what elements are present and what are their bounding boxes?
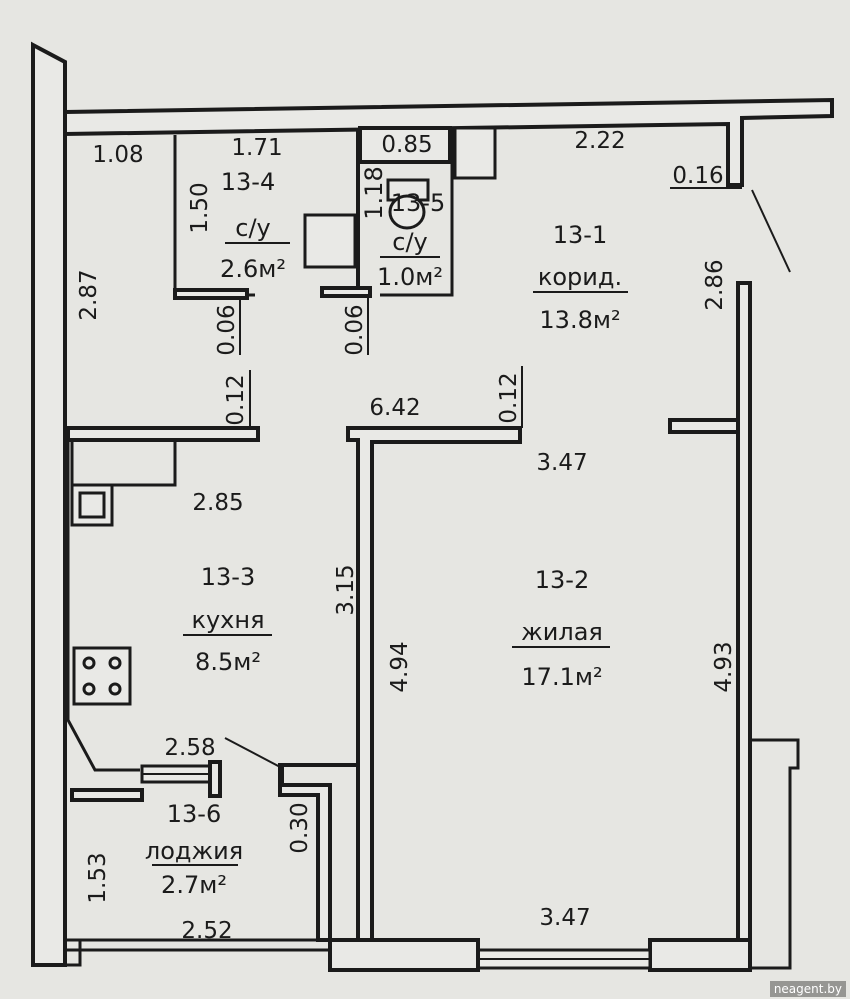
dim-0-12-right: 0.12 <box>496 372 522 423</box>
dim-4-93: 4.93 <box>711 641 737 692</box>
dim-0-12-left: 0.12 <box>223 374 249 425</box>
stove-icon <box>72 646 132 706</box>
dim-6-42: 6.42 <box>369 395 420 421</box>
room-13-4-id: 13-4 <box>221 168 275 196</box>
kitchen-corner <box>66 440 140 772</box>
dim-3-47-bottom: 3.47 <box>539 905 590 931</box>
outer-left-wall <box>31 41 67 967</box>
room-13-6-area: 2.7м² <box>161 871 227 899</box>
dim-0-06-right: 0.06 <box>342 304 368 355</box>
dim-0-30: 0.30 <box>287 802 313 853</box>
bathroom-2-wall <box>380 128 454 297</box>
dim-0-16: 0.16 <box>672 163 723 189</box>
dim-0-85: 0.85 <box>381 132 432 158</box>
dim-4-94: 4.94 <box>387 641 413 692</box>
dim-3-15: 3.15 <box>333 564 359 615</box>
dim-2-87: 2.87 <box>76 269 102 320</box>
living-left-wall <box>278 426 522 942</box>
dim-1-71: 1.71 <box>231 135 282 161</box>
toilet-icon <box>386 178 430 230</box>
bathroom-2-top <box>358 126 452 164</box>
fixtures <box>70 178 791 769</box>
room-13-4-name: с/у <box>235 214 270 242</box>
walls <box>31 41 834 972</box>
sink-icon <box>70 483 114 527</box>
bathroom-divider-bottom <box>320 286 372 298</box>
bottom-wall-right <box>648 938 752 972</box>
dim-0-06-left: 0.06 <box>214 304 240 355</box>
door-swing-line <box>751 189 791 273</box>
dim-2-85: 2.85 <box>192 490 243 516</box>
loggia-top-wall <box>70 788 144 802</box>
bottom-wall-living <box>328 938 480 972</box>
room-13-5-area: 1.0м² <box>377 263 443 291</box>
dim-1-08: 1.08 <box>92 142 143 168</box>
shaft <box>453 126 497 180</box>
loggia-door-jamb <box>208 760 222 798</box>
watermark: neagent.by <box>769 981 846 997</box>
room-13-4-area: 2.6м² <box>220 255 286 283</box>
room-13-2-area: 17.1м² <box>521 663 602 691</box>
dim-3-47-top: 3.47 <box>536 450 587 476</box>
bottom-window <box>476 948 652 970</box>
dim-2-52: 2.52 <box>181 918 232 944</box>
corner-outline <box>65 940 82 967</box>
kitchen-counter-outline <box>70 438 177 487</box>
room-13-3-name: кухня <box>191 606 264 634</box>
bathtub-icon <box>303 213 357 269</box>
leader-line <box>224 737 283 769</box>
room-13-1-name: корид. <box>538 263 622 291</box>
dim-1-18: 1.18 <box>360 166 388 219</box>
room-13-6-name: лоджия <box>145 837 243 865</box>
bathroom-1-bottom-wall <box>173 288 249 300</box>
room-13-1-id: 13-1 <box>553 221 607 249</box>
dim-1-50: 1.50 <box>187 182 213 233</box>
room-13-6-id: 13-6 <box>167 800 221 828</box>
dim-1-53: 1.53 <box>85 852 111 903</box>
room-13-5-id: 13-5 <box>391 189 445 217</box>
dim-2-58: 2.58 <box>164 735 215 761</box>
living-wall-stub <box>668 418 740 434</box>
top-wall <box>63 97 834 187</box>
dim-2-22: 2.22 <box>574 128 625 154</box>
room-13-1-area: 13.8м² <box>539 306 620 334</box>
right-wall <box>736 281 752 945</box>
loggia-bottom-rail <box>65 938 330 952</box>
right-wall-outline <box>650 738 800 970</box>
room-13-3-id: 13-3 <box>201 563 255 591</box>
room-labels: 13-1 корид. 13.8м² 13-2 жилая 17.1м² 13-… <box>145 168 628 899</box>
kitchen-partition <box>66 426 260 442</box>
room-13-2-name: жилая <box>521 618 603 646</box>
room-13-2-id: 13-2 <box>535 566 589 594</box>
dim-2-86: 2.86 <box>702 259 728 310</box>
dimension-labels: 1.08 1.71 1.50 0.85 1.18 2.22 0.16 2.87 … <box>76 128 742 944</box>
room-13-3-area: 8.5м² <box>195 648 261 676</box>
room-13-5-name: с/у <box>392 228 427 256</box>
loggia-door <box>140 764 220 784</box>
